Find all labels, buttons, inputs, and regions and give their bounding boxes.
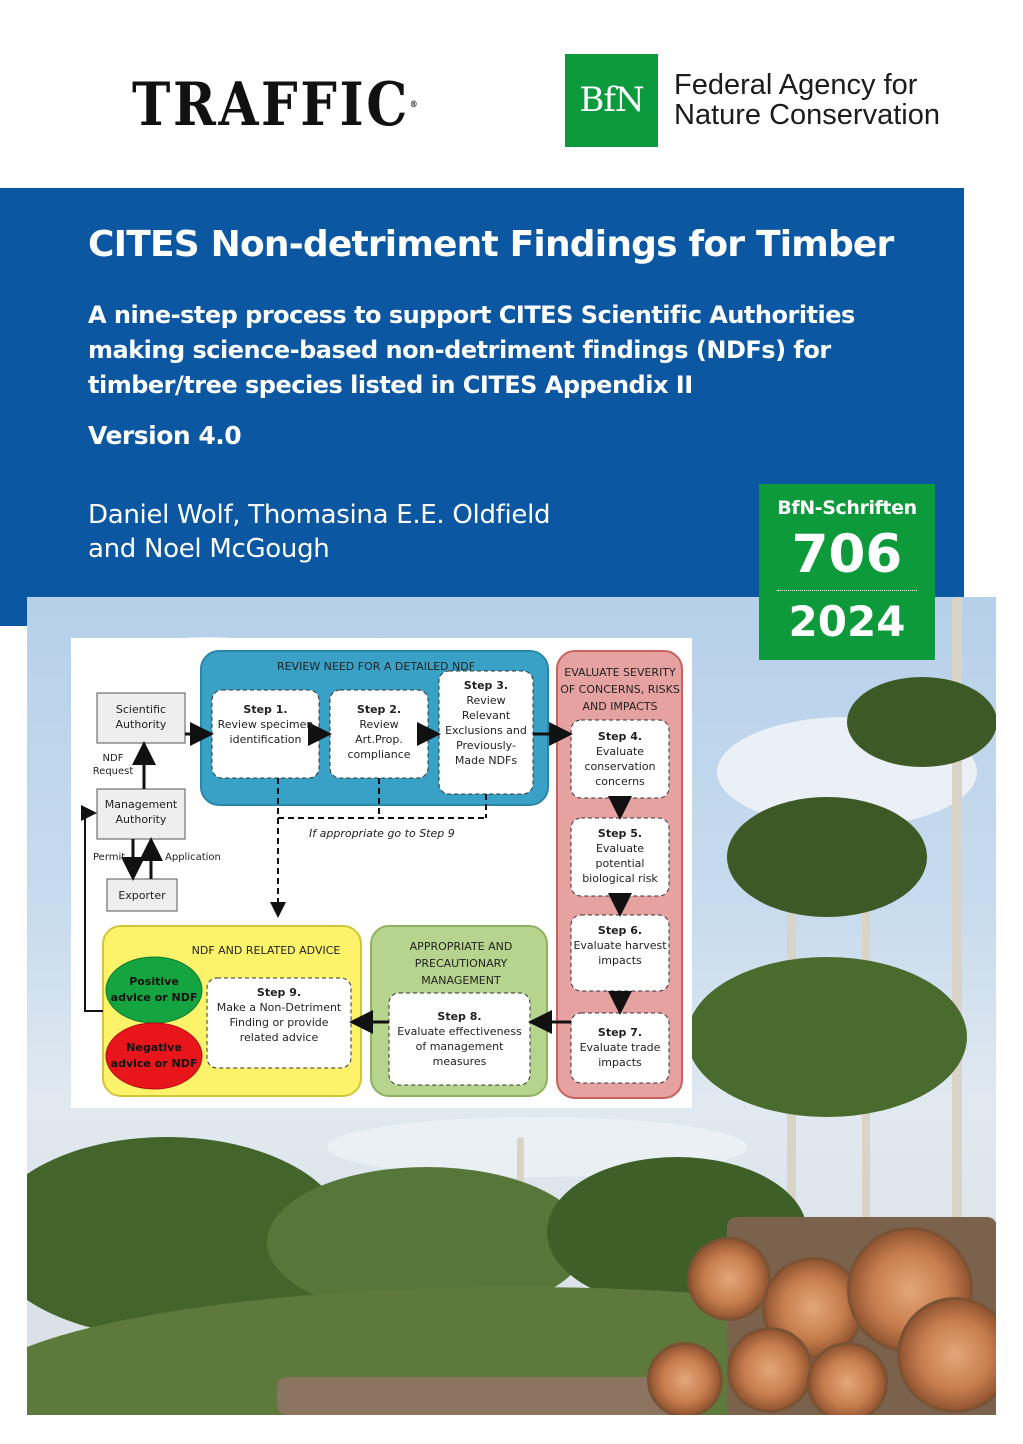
title-band: CITES Non-detriment Findings for Timber … — [0, 188, 964, 626]
step-9-label: Step 9. — [256, 986, 302, 999]
step-6-text: Step 6. Evaluate harvest impacts — [573, 923, 667, 968]
agency-name-line-1: Federal Agency for — [674, 69, 918, 101]
application-label: Application — [165, 852, 221, 863]
series-divider — [777, 590, 917, 591]
series-year: 2024 — [788, 597, 906, 646]
step-7-description: Evaluate trade impacts — [579, 1041, 661, 1069]
step-4-description: Evaluate conservation concerns — [584, 745, 656, 788]
authors-line-1: Daniel Wolf, Thomasina E.E. Oldfield — [88, 500, 551, 530]
management-authority-label: Management Authority — [104, 798, 178, 826]
step-1-text: Step 1. Review specimen identification — [214, 702, 317, 747]
step-1-description: Review specimen identification — [217, 718, 314, 746]
exporter-box — [106, 878, 178, 912]
management-authority-box — [96, 788, 186, 840]
negative-advice-label: Negative advice or NDF — [110, 1041, 198, 1070]
arrow-advice-to-ma — [81, 805, 103, 1012]
step-4-text: Step 4. Evaluate conservation concerns — [573, 729, 667, 789]
step-8-description: Evaluate effectiveness of management mea… — [397, 1025, 522, 1068]
step-6-description: Evaluate harvest impacts — [573, 939, 667, 967]
tree-canopy — [687, 957, 967, 1117]
negative-advice-circle — [105, 1022, 203, 1090]
step-9-text: Step 9. Make a Non-Detriment Finding or … — [211, 985, 347, 1045]
panel-review-title: REVIEW NEED FOR A DETAILED NDF — [276, 660, 476, 673]
registered-mark: ® — [409, 100, 418, 110]
log-pile — [277, 1377, 697, 1415]
panel-management-title: APPROPRIATE AND PRECAUTIONARY MANAGEMENT — [409, 940, 513, 987]
positive-advice-label: Positive advice or NDF — [110, 975, 198, 1004]
step-3-label: Step 3. — [463, 679, 509, 692]
step-5-description: Evaluate potential biological risk — [582, 842, 658, 885]
scientific-authority-box — [96, 692, 186, 744]
log-end — [897, 1297, 996, 1413]
series-number: 706 — [791, 524, 903, 585]
step-6-label: Step 6. — [597, 924, 643, 937]
step-9-box — [206, 977, 352, 1069]
authors: Daniel Wolf, Thomasina E.E. Oldfield and… — [88, 498, 551, 566]
ndf-request-label: NDF Request — [92, 753, 134, 777]
log-end — [727, 1327, 813, 1413]
step-8-box — [388, 992, 531, 1086]
exporter-label: Exporter — [118, 889, 166, 902]
page-title: CITES Non-detriment Findings for Timber — [88, 224, 894, 265]
tree-trunk — [952, 597, 962, 1237]
step-7-label: Step 7. — [597, 1026, 643, 1039]
bfn-logo: BfN — [565, 54, 658, 147]
ndf-process-diagram: Scientific Authority Management Authorit… — [71, 638, 692, 1108]
skip-note: If appropriate go to Step 9 — [309, 827, 455, 840]
step-9-description: Make a Non-Detriment Finding or provide … — [216, 1001, 342, 1044]
step-8-label: Step 8. — [437, 1010, 482, 1023]
step-2-text: Step 2. Review Art.Prop. compliance — [334, 702, 424, 762]
log-end — [807, 1342, 888, 1415]
subtitle: A nine-step process to support CITES Sci… — [88, 301, 855, 399]
log-end — [647, 1342, 723, 1415]
step-3-description: Review Relevant Exclusions and Previousl… — [445, 694, 527, 767]
step-4-label: Step 4. — [597, 730, 643, 743]
step-2-label: Step 2. — [356, 703, 402, 716]
scientific-authority-label: Scientific Authority — [115, 703, 167, 731]
step-2-description: Review Art.Prop. compliance — [347, 718, 411, 761]
permit-label: Permit — [93, 852, 126, 863]
step-7-text: Step 7. Evaluate trade impacts — [573, 1025, 667, 1070]
panel-evaluate-title: EVALUATE SEVERITY OF CONCERNS, RISKS AND… — [560, 666, 680, 713]
traffic-logo: TRAFFIC® — [132, 72, 418, 138]
agency-name-line-2: Nature Conservation — [674, 99, 940, 131]
tree-canopy — [847, 677, 996, 767]
step-1-label: Step 1. — [243, 703, 288, 716]
panel-advice-title: NDF AND RELATED ADVICE — [191, 944, 341, 957]
log-end — [687, 1237, 771, 1321]
step-5-text: Step 5. Evaluate potential biological ri… — [573, 826, 667, 886]
series-badge: BfN-Schriften 706 2024 — [759, 484, 935, 660]
tree-canopy — [727, 797, 927, 917]
step-3-text: Step 3. Review Relevant Exclusions and P… — [443, 678, 529, 768]
step-8-text: Step 8. Evaluate effectiveness of manage… — [393, 1009, 526, 1069]
version-label: Version 4.0 — [88, 421, 242, 450]
agency-name: Federal Agency for Nature Conservation — [674, 70, 974, 130]
diagram-shapes — [81, 650, 683, 1099]
traffic-logo-text: TRAFFIC — [132, 70, 410, 140]
authors-line-2: and Noel McGough — [88, 534, 330, 564]
series-name: BfN-Schriften — [777, 497, 917, 519]
step-5-label: Step 5. — [597, 827, 643, 840]
